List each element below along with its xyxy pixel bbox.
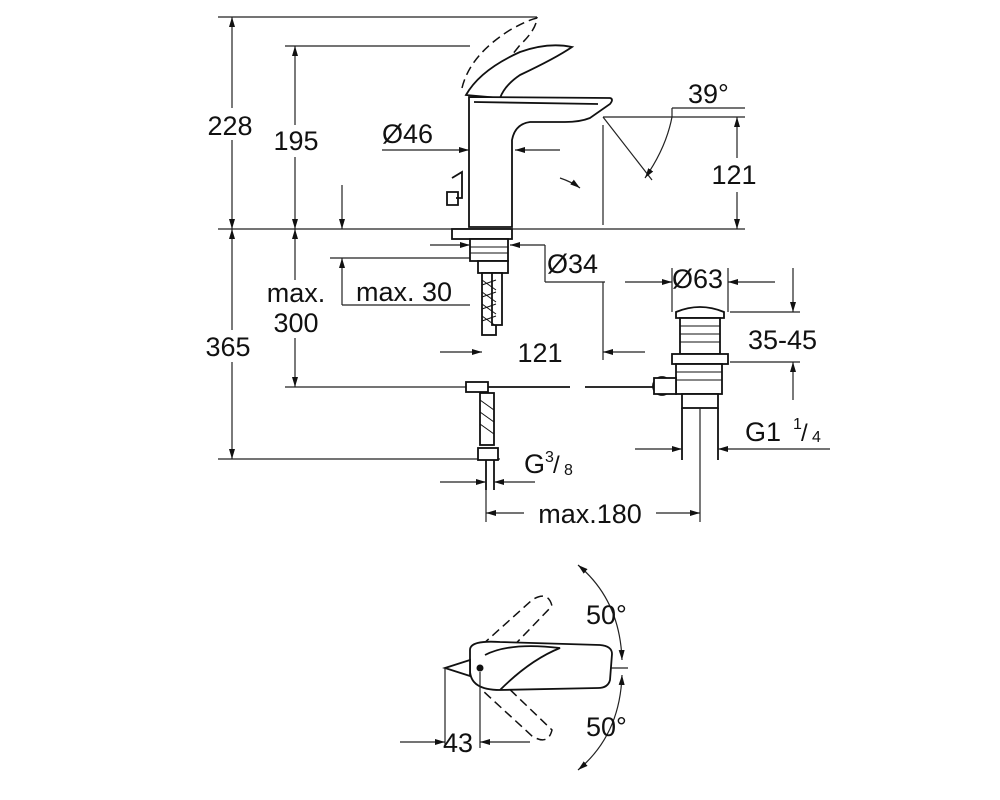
outlet-height-dimension: 121 [705, 117, 763, 229]
drain-diameter-label: Ø63 [672, 264, 723, 294]
drain-thread-dimension: G1 1 / 4 [635, 416, 830, 452]
spout-height-label: 195 [273, 126, 318, 156]
drain-diameter-dimension: Ø63 [625, 264, 775, 312]
top-view: 43 50° 50° [400, 564, 628, 771]
side-view: 228 195 365 max. 300 max. 30 [200, 16, 830, 529]
hose-max-label: max. [267, 278, 326, 308]
height-365-dimension: 365 [200, 229, 256, 459]
drain-assembly [652, 306, 729, 522]
drain-thread-numerator: 1 [793, 416, 802, 433]
drain-thread-main: G1 [745, 417, 781, 447]
outlet-height-label: 121 [711, 160, 756, 190]
hose-max-value: 300 [273, 308, 318, 338]
hole-diameter-label: Ø34 [547, 249, 598, 279]
spout-reach-label: 121 [517, 338, 562, 368]
spout-angle-label: 39° [688, 79, 729, 109]
counter-thickness-label: max. 30 [356, 277, 452, 307]
faucet-body [446, 17, 613, 228]
supply-thread-main: G [524, 449, 545, 479]
supply-thread-denominator: 8 [564, 462, 573, 479]
height-228-dimension: 228 [207, 17, 256, 229]
spout-reach-dimension: 121 [440, 282, 645, 368]
body-diameter-dimension: Ø46 [382, 119, 560, 153]
hose-length-dimension: max. 300 [262, 229, 332, 387]
max-distance-label: max.180 [538, 499, 642, 529]
offset-label: 43 [443, 728, 473, 758]
mounting-assembly [451, 228, 656, 490]
spout-angle-dimension: 39° [602, 79, 745, 181]
counter-thickness-dimension: max. 30 [330, 185, 470, 307]
drain-thread-denominator: 4 [812, 429, 821, 446]
max-distance-dimension: max.180 [485, 490, 700, 529]
lever-angle-back-label: 50° [586, 600, 627, 630]
height-195-dimension: 195 [270, 46, 322, 229]
body-diameter-label: Ø46 [382, 119, 433, 149]
overall-height-label: 228 [207, 111, 252, 141]
svg-text:/: / [801, 420, 808, 447]
svg-text:/: / [553, 452, 560, 479]
drain-range-dimension: 35-45 [730, 268, 817, 400]
hole-diameter-dimension: Ø34 [430, 242, 605, 283]
supply-thread-dimension: G 3 / 8 [440, 449, 573, 485]
below-counter-height-label: 365 [205, 332, 250, 362]
supply-thread-numerator: 3 [545, 449, 554, 466]
drain-range-label: 35-45 [748, 325, 817, 355]
lever-angle-front-label: 50° [586, 712, 627, 742]
